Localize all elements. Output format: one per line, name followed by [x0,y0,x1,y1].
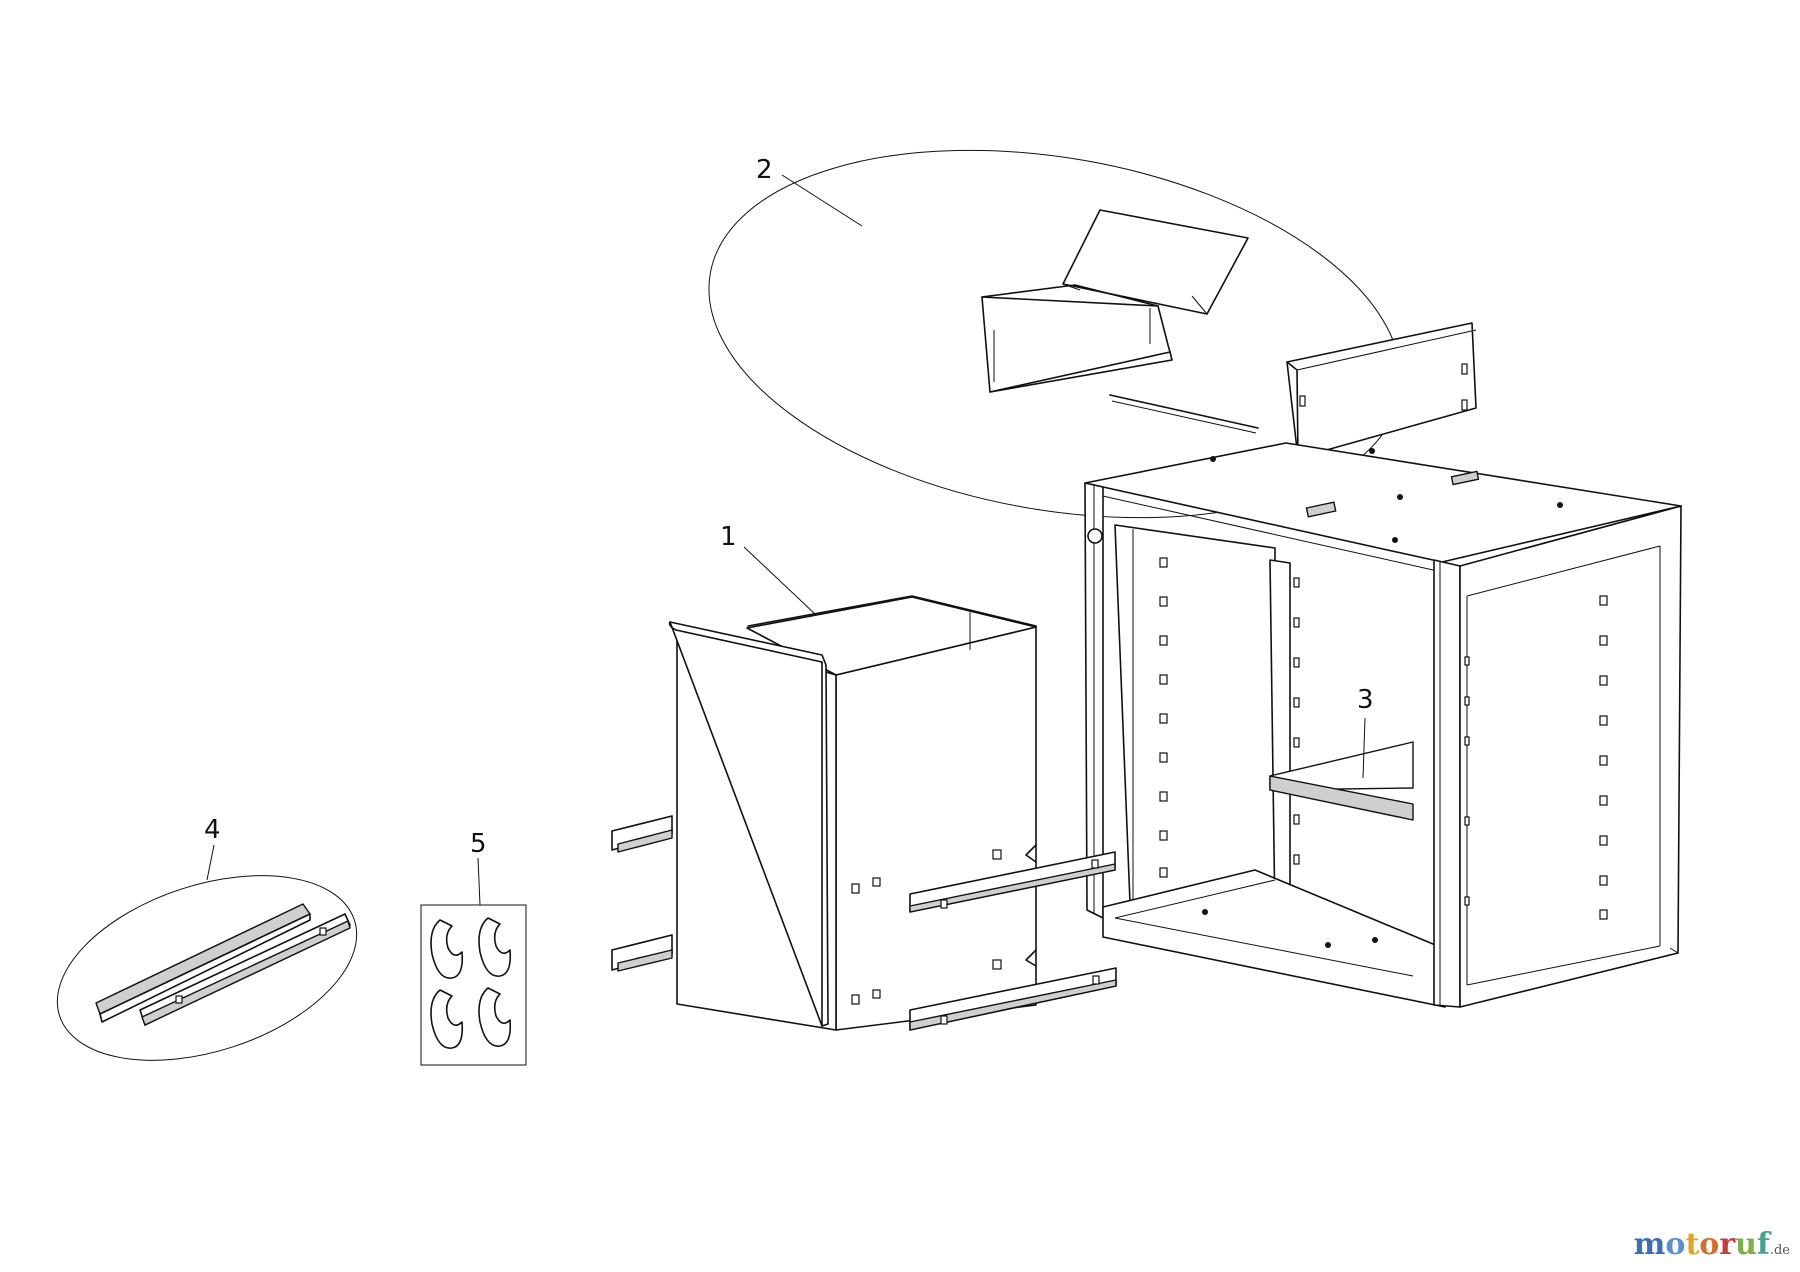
watermark-letter: t [1685,1227,1700,1262]
right-rail-slots [1464,595,1608,920]
callout-line-3 [1362,717,1366,779]
clip-row-bottom [430,987,512,1049]
part-group-5 [420,857,527,1066]
watermark-letter: f [1756,1227,1770,1262]
cabinet-frame [1084,442,1682,1008]
part-group-4 [56,844,358,1061]
part-group-1 [611,546,1117,1031]
callout-number-5: 5 [470,829,487,859]
watermark-letter: o [1665,1227,1686,1262]
clip-row-top [430,917,512,979]
watermark-letter: o [1699,1227,1720,1262]
watermark-letter: m [1633,1227,1666,1262]
part-group-2 [708,149,1477,519]
left-rail-slots [1159,557,1168,878]
watermark-letter: r [1719,1227,1736,1262]
watermark-letter: u [1735,1227,1757,1262]
watermark-suffix: .de [1769,1243,1790,1258]
callout-number-4: 4 [204,815,221,845]
callout-number-3: 3 [1357,685,1374,715]
center-post-slots [1293,577,1300,903]
site-watermark-logo: motoruf.de [1634,1227,1790,1262]
callout-number-2: 2 [756,155,773,185]
callout-number-1: 1 [720,522,737,552]
